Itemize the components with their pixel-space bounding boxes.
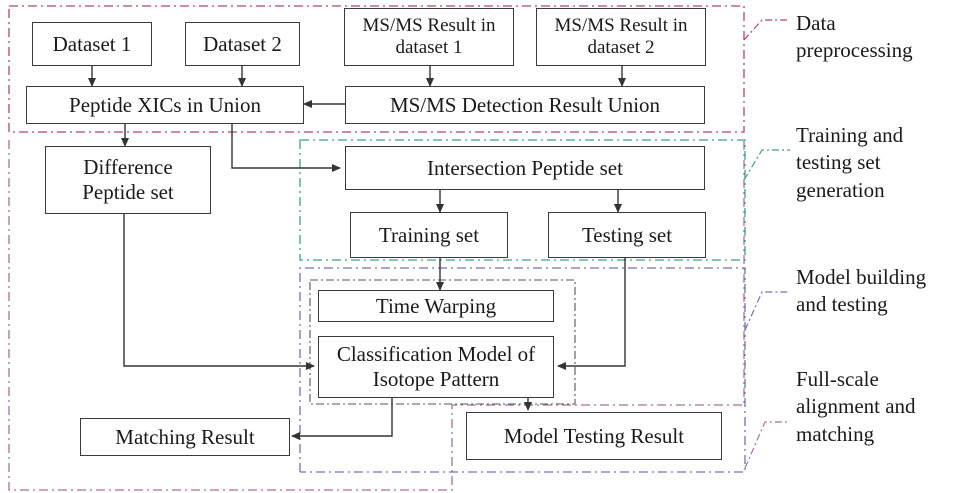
msms-result-dataset-1-box: MS/MS Result in dataset 1 xyxy=(344,8,514,66)
inner-model-region xyxy=(309,279,576,405)
stage-label-full-scale: Full-scale alignment and matching xyxy=(796,367,916,446)
matching-result-box: Matching Result xyxy=(80,418,290,456)
training-set-box: Training set xyxy=(350,212,508,258)
difference-peptide-set-box: Difference Peptide set xyxy=(45,146,211,214)
intersection-peptide-set-box: Intersection Peptide set xyxy=(345,146,705,190)
stage-label-preprocessing: Data preprocessing xyxy=(796,11,913,63)
stage-label-model-building: Model building and testing xyxy=(796,265,927,317)
leader-model xyxy=(744,291,790,331)
preprocessing-region xyxy=(8,5,745,133)
stage-label-training-testing: Training and testing set generation xyxy=(796,123,904,202)
dataset-2-box: Dataset 2 xyxy=(185,22,300,66)
classification-model-box: Classification Model of Isotope Pattern xyxy=(318,336,554,398)
dataset-1-box: Dataset 1 xyxy=(32,22,152,66)
testing-set-box: Testing set xyxy=(548,212,706,258)
leader-training xyxy=(743,149,790,181)
msms-detection-union-box: MS/MS Detection Result Union xyxy=(345,86,705,124)
peptide-xics-union-box: Peptide XICs in Union xyxy=(26,86,304,124)
training-testing-region xyxy=(299,139,746,261)
msms-result-dataset-2-box: MS/MS Result in dataset 2 xyxy=(536,8,706,66)
time-warping-box: Time Warping xyxy=(318,290,554,322)
leader-full-scale xyxy=(744,421,790,469)
full-scale-region xyxy=(8,140,745,491)
leader-preprocessing xyxy=(743,19,790,41)
model-testing-result-box: Model Testing Result xyxy=(466,412,722,460)
model-building-region xyxy=(299,267,746,473)
